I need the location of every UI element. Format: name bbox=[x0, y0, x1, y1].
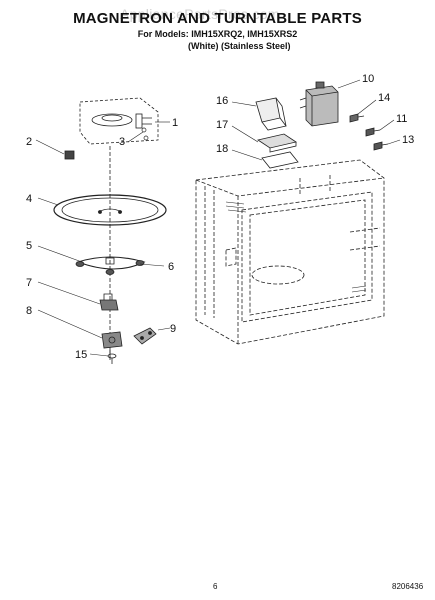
coupler-plate bbox=[91, 113, 133, 127]
callout-4: 4 bbox=[26, 193, 32, 205]
callout-9: 9 bbox=[170, 323, 176, 335]
part-16-bracket bbox=[255, 97, 287, 131]
page-number: 6 bbox=[213, 582, 218, 591]
part-15-screw bbox=[107, 353, 117, 364]
callout-14: 14 bbox=[378, 92, 390, 104]
turntable-motor bbox=[101, 331, 123, 358]
part-2-clip bbox=[64, 150, 75, 160]
page-title: MAGNETRON AND TURNTABLE PARTS bbox=[73, 10, 362, 27]
document-number: 8206436 bbox=[392, 582, 424, 591]
microwave-cabinet bbox=[195, 159, 385, 345]
callout-2: 2 bbox=[26, 136, 32, 148]
part-11-fastener bbox=[365, 127, 381, 137]
roller-ring bbox=[75, 256, 146, 275]
callout-13: 13 bbox=[402, 134, 414, 146]
part-18-plate bbox=[261, 151, 299, 169]
part-13-screw bbox=[373, 141, 389, 151]
callout-17: 17 bbox=[216, 119, 228, 131]
callout-18: 18 bbox=[216, 143, 228, 155]
callout-8: 8 bbox=[26, 305, 32, 317]
turntable-motor-housing bbox=[79, 97, 159, 145]
watermark: AppliancePartsPros.com bbox=[120, 6, 280, 22]
part-3-screws bbox=[141, 127, 149, 141]
models-line: For Models: IMH15XRQ2, IMH15XRS2 bbox=[137, 29, 298, 39]
callout-5: 5 bbox=[26, 240, 32, 252]
part-14-screw bbox=[349, 113, 365, 123]
callout-7: 7 bbox=[26, 277, 32, 289]
callout-11: 11 bbox=[396, 113, 407, 125]
callout-3: 3 bbox=[119, 136, 125, 148]
callout-6: 6 bbox=[168, 261, 174, 273]
part-9-switch bbox=[133, 327, 157, 345]
magnetron bbox=[299, 81, 339, 127]
variants-line: (White) (Stainless Steel) bbox=[188, 41, 291, 51]
coupler bbox=[99, 293, 119, 311]
part-17-cover bbox=[257, 133, 297, 153]
callout-16: 16 bbox=[216, 95, 228, 107]
glass-turntable bbox=[53, 194, 167, 226]
callout-10: 10 bbox=[362, 73, 374, 85]
callout-1: 1 bbox=[172, 117, 178, 129]
cabinet-vents bbox=[225, 201, 367, 293]
callout-15: 15 bbox=[75, 349, 87, 361]
leader-lines bbox=[35, 79, 401, 357]
